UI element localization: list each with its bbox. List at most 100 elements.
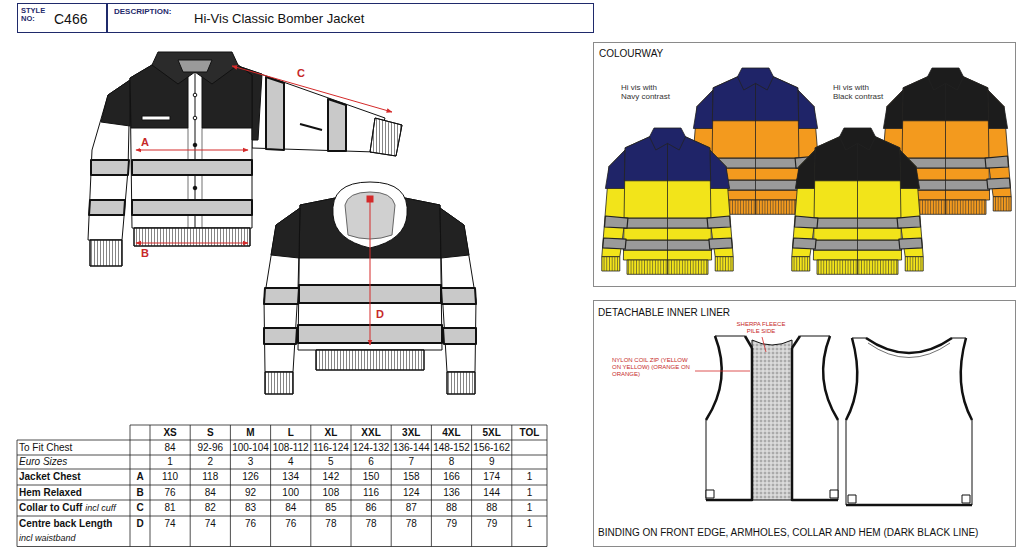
footer-note: BINDING ON FRONT EDGE, ARMHOLES, COLLAR …	[598, 527, 978, 539]
jacket-part	[899, 238, 922, 249]
grid-line	[511, 425, 512, 547]
front-jacket	[142, 116, 170, 120]
colourway-jacket	[602, 128, 733, 274]
back-jacket	[265, 372, 293, 394]
leader-line	[762, 337, 766, 352]
jacket-part	[993, 197, 1011, 211]
jacket-part	[905, 257, 923, 271]
table-value: 84	[150, 440, 190, 455]
jacket-part	[987, 178, 1010, 189]
style-number: C466	[54, 11, 87, 27]
table-value: 158	[391, 469, 431, 485]
liner-vest	[848, 495, 856, 503]
front-jacket	[91, 160, 129, 175]
table-value: 124	[391, 485, 431, 500]
front-jacket	[193, 143, 197, 147]
liner-vest	[868, 343, 950, 358]
table-value: 156-162	[472, 440, 512, 455]
front-jacket	[134, 228, 250, 246]
grid-line	[17, 546, 547, 547]
jacket-part	[993, 197, 1011, 211]
grid-line	[431, 425, 432, 547]
grid-line	[310, 425, 311, 547]
jacket-part	[709, 238, 732, 249]
front-jacket	[370, 118, 402, 156]
back-jacket	[316, 350, 424, 370]
table-value: 118	[190, 469, 230, 485]
row-label: To Fit Chest	[19, 440, 72, 455]
table-value: 116-124	[311, 440, 351, 455]
table-value: 136-144	[391, 440, 431, 455]
table-value: 84	[271, 500, 311, 516]
table-value: 126	[230, 469, 270, 485]
panel-heading: DETACHABLE INNER LINER	[598, 307, 730, 319]
liner-vest	[706, 336, 838, 500]
colourway-jacket	[792, 128, 923, 274]
jacket-part	[897, 216, 920, 228]
table-value: 9	[472, 455, 512, 469]
table-value: 76	[150, 485, 190, 500]
tolerance-value: 1	[512, 516, 547, 531]
back-jacket	[264, 288, 299, 304]
jacket-part	[602, 257, 620, 271]
table-value: 124-132	[351, 440, 391, 455]
dimension-line	[136, 150, 248, 151]
size-header: S	[190, 425, 230, 440]
front-jacket	[266, 77, 284, 150]
row-label: Collar to Cuff	[19, 500, 82, 516]
table-value: 166	[431, 469, 471, 485]
tolerance-value: 1	[512, 500, 547, 516]
dimension-letter: B	[140, 247, 150, 260]
front-jacket	[130, 65, 252, 228]
description-box: DESCRIPTION:Hi-Vis Classic Bomber Jacket	[107, 3, 594, 33]
colourway-panel: COLOURWAY	[593, 42, 1016, 287]
table-value: 92	[230, 485, 270, 500]
liner-vest	[706, 336, 972, 505]
liner-panel: DETACHABLE INNER LINER	[593, 300, 1016, 547]
front-jacket	[132, 200, 252, 215]
table-value: 76	[230, 516, 270, 531]
dimension-line	[232, 66, 392, 112]
jacket-part	[605, 216, 628, 228]
front-jacket	[328, 99, 346, 151]
table-value: 83	[230, 500, 270, 516]
liner-vest	[706, 490, 714, 498]
liner-vest	[752, 340, 792, 500]
dimension-line	[136, 243, 248, 244]
size-header: 4XL	[431, 425, 471, 440]
table-value: 7	[391, 455, 431, 469]
liner-vest	[846, 504, 972, 507]
jacket-part	[715, 257, 733, 271]
table-value: 6	[351, 455, 391, 469]
size-header: M	[230, 425, 270, 440]
front-jacket	[88, 52, 402, 266]
table-value: 108	[311, 485, 351, 500]
liner-vest	[846, 338, 857, 420]
jacket-part	[898, 150, 920, 189]
table-value: 81	[150, 500, 190, 516]
grid-line	[17, 500, 547, 501]
table-grid	[17, 425, 547, 547]
grid-line	[471, 425, 472, 547]
dimension-letter: C	[296, 67, 306, 80]
back-jacket	[264, 208, 300, 372]
table-value: 108-112	[271, 440, 311, 455]
back-jacket	[316, 350, 424, 370]
size-header: XXL	[351, 425, 391, 440]
jacket-part	[795, 150, 817, 189]
grid-line	[17, 516, 547, 517]
back-jacket	[264, 328, 297, 344]
front-jacket	[89, 200, 125, 215]
row-label: Hem Relaxed	[19, 485, 82, 500]
table-value: 1	[150, 455, 190, 469]
front-jacket	[193, 93, 197, 97]
dimension-key: A	[130, 469, 150, 485]
grid-line	[230, 425, 231, 547]
colour-caption: Hi vis with Black contrast	[832, 83, 888, 101]
description-text: Hi-Vis Classic Bomber Jacket	[194, 12, 364, 27]
liner-vest	[792, 336, 800, 348]
table-value: 79	[431, 516, 471, 531]
jacket-part	[792, 257, 810, 271]
size-header: TOL	[512, 425, 547, 440]
